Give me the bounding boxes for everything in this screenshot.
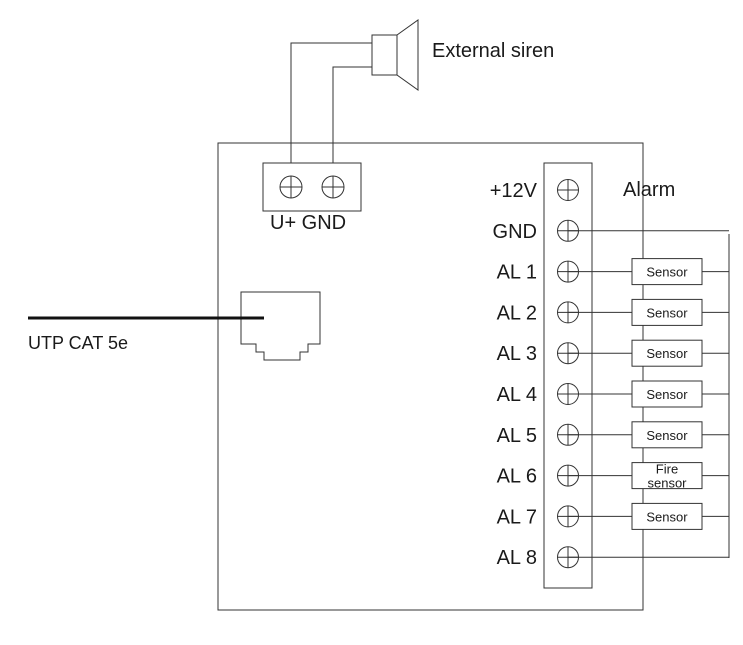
power-terminal-connector	[262, 162, 362, 212]
terminal-label: AL 5	[497, 425, 537, 447]
sensor-box	[631, 421, 703, 449]
sensor-box	[631, 258, 703, 286]
terminal-label: AL 7	[497, 506, 537, 528]
siren-label: External siren	[432, 40, 554, 62]
sensor-label: Sensor	[646, 428, 688, 443]
terminal-label: AL 6	[497, 466, 537, 488]
sensor-box	[631, 298, 703, 326]
terminal-label: AL 1	[497, 262, 537, 284]
sensor-label: Sensor	[646, 387, 688, 402]
sensor-box	[631, 339, 703, 367]
terminal-label: GND	[493, 221, 537, 243]
terminal-label: AL 2	[497, 302, 537, 324]
rj45-port-icon	[240, 291, 321, 361]
terminal-label: AL 8	[497, 547, 537, 569]
screw-terminal-icon	[279, 175, 303, 199]
terminal-label: AL 4	[497, 384, 537, 406]
sensor-box	[631, 502, 703, 530]
sensor-label: Sensor	[646, 305, 688, 320]
speaker-icon	[371, 19, 419, 91]
power-connector-label: U+ GND	[270, 212, 346, 234]
network-label: UTP CAT 5e	[28, 333, 128, 353]
siren-wire-plus	[290, 42, 372, 189]
sensor-label: Sensor	[646, 265, 688, 280]
sensor-box	[631, 380, 703, 408]
sensor-label: Sensor	[646, 509, 688, 524]
alarm-terminals: +12V GND AL 1 Sensor AL 2 Sensor AL 3 Sensor AL …	[490, 179, 729, 569]
siren-wire-gnd	[332, 66, 372, 189]
sensor-label: Fire	[656, 462, 678, 477]
terminal-label: +12V	[490, 180, 538, 202]
alarm-block-title: Alarm	[623, 179, 675, 201]
sensor-label: sensor	[647, 476, 687, 491]
sensor-label: Sensor	[646, 346, 688, 361]
terminal-label: AL 3	[497, 343, 537, 365]
screw-terminal-icon	[321, 175, 345, 199]
